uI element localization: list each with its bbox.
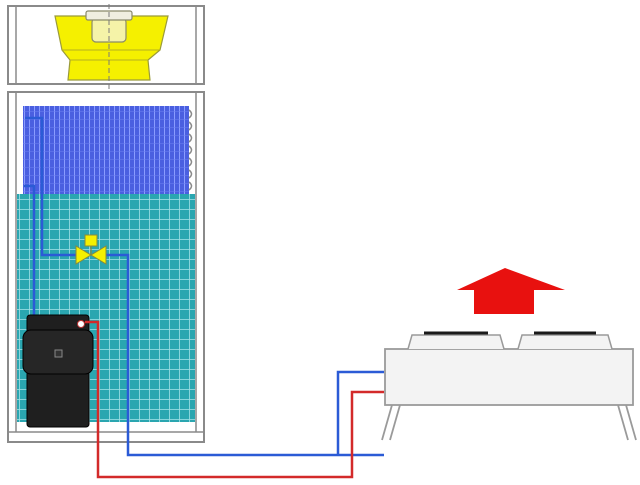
- supply-pipe: [336, 370, 384, 455]
- condenser-unit: [381, 331, 637, 441]
- airflow-arrow-icon: [457, 268, 565, 314]
- evaporator-coil: [23, 106, 193, 194]
- compressor: [22, 314, 94, 428]
- expansion-valve: [75, 234, 107, 265]
- return-pipe: [85, 320, 384, 479]
